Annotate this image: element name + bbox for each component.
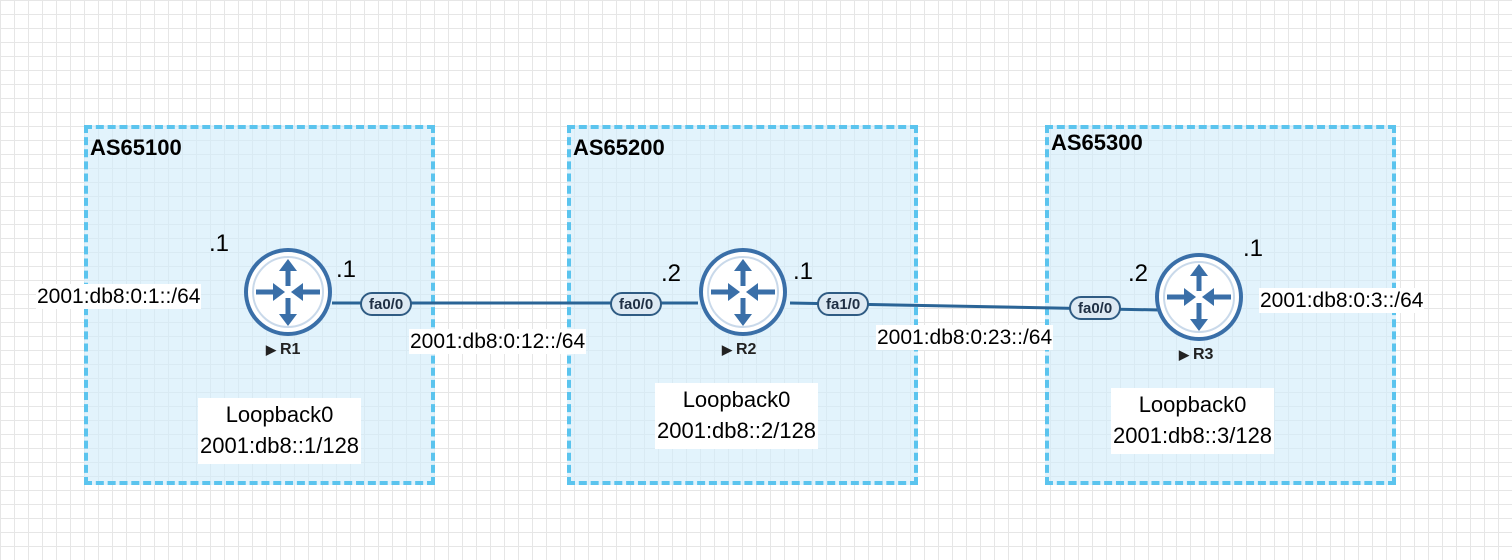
play-icon: ▶ (1179, 347, 1189, 362)
host-suffix: .1 (793, 258, 814, 285)
as-title: AS65300 (1051, 130, 1143, 155)
interface-label-r2-fa0-0[interactable]: fa0/0 (610, 292, 663, 316)
loopback-address: 2001:db8::3/128 (1113, 422, 1273, 448)
as-title: AS65200 (573, 135, 665, 160)
loopback-name: Loopback0 (682, 387, 791, 412)
interface-label-r3-fa0-0[interactable]: fa0/0 (1069, 296, 1122, 320)
loopback-address: 2001:db8::2/128 (657, 417, 817, 443)
play-icon: ▶ (266, 342, 276, 357)
router-icon[interactable] (242, 246, 334, 338)
subnet-label-r2-r3: 2001:db8:0:23::/64 (876, 325, 1054, 351)
subnet-label-r1-lan: 2001:db8:0:1::/64 (36, 284, 202, 310)
interface-label-r1-fa0-0[interactable]: fa0/0 (360, 292, 413, 316)
router-name-label: R1 (280, 341, 301, 358)
as-title: AS65100 (90, 135, 182, 160)
router-name-label: R2 (736, 341, 757, 358)
subnet-label-r3-lan: 2001:db8:0:3::/64 (1259, 288, 1425, 314)
router-name: ▶ R3 (1179, 346, 1213, 364)
play-icon: ▶ (722, 342, 732, 357)
host-suffix: .1 (1243, 235, 1264, 262)
host-suffix: .2 (1128, 260, 1149, 287)
loopback-label-r1: Loopback0 2001:db8::1/128 (198, 398, 362, 464)
host-suffix: .1 (336, 256, 357, 283)
host-suffix: .2 (661, 260, 682, 287)
router-icon[interactable] (1153, 251, 1245, 343)
router-name: ▶ R1 (266, 341, 300, 359)
interface-label-r2-fa1-0[interactable]: fa1/0 (817, 292, 870, 316)
host-suffix: .1 (209, 230, 230, 257)
loopback-label-r2: Loopback0 2001:db8::2/128 (655, 383, 819, 449)
loopback-address: 2001:db8::1/128 (200, 432, 360, 458)
subnet-label-r1-r2: 2001:db8:0:12::/64 (409, 329, 587, 355)
router-name-label: R3 (1193, 346, 1214, 363)
loopback-name: Loopback0 (1138, 392, 1247, 417)
loopback-label-r3: Loopback0 2001:db8::3/128 (1111, 388, 1275, 454)
loopback-name: Loopback0 (225, 402, 334, 427)
router-icon[interactable] (697, 246, 789, 338)
router-name: ▶ R2 (722, 341, 756, 359)
